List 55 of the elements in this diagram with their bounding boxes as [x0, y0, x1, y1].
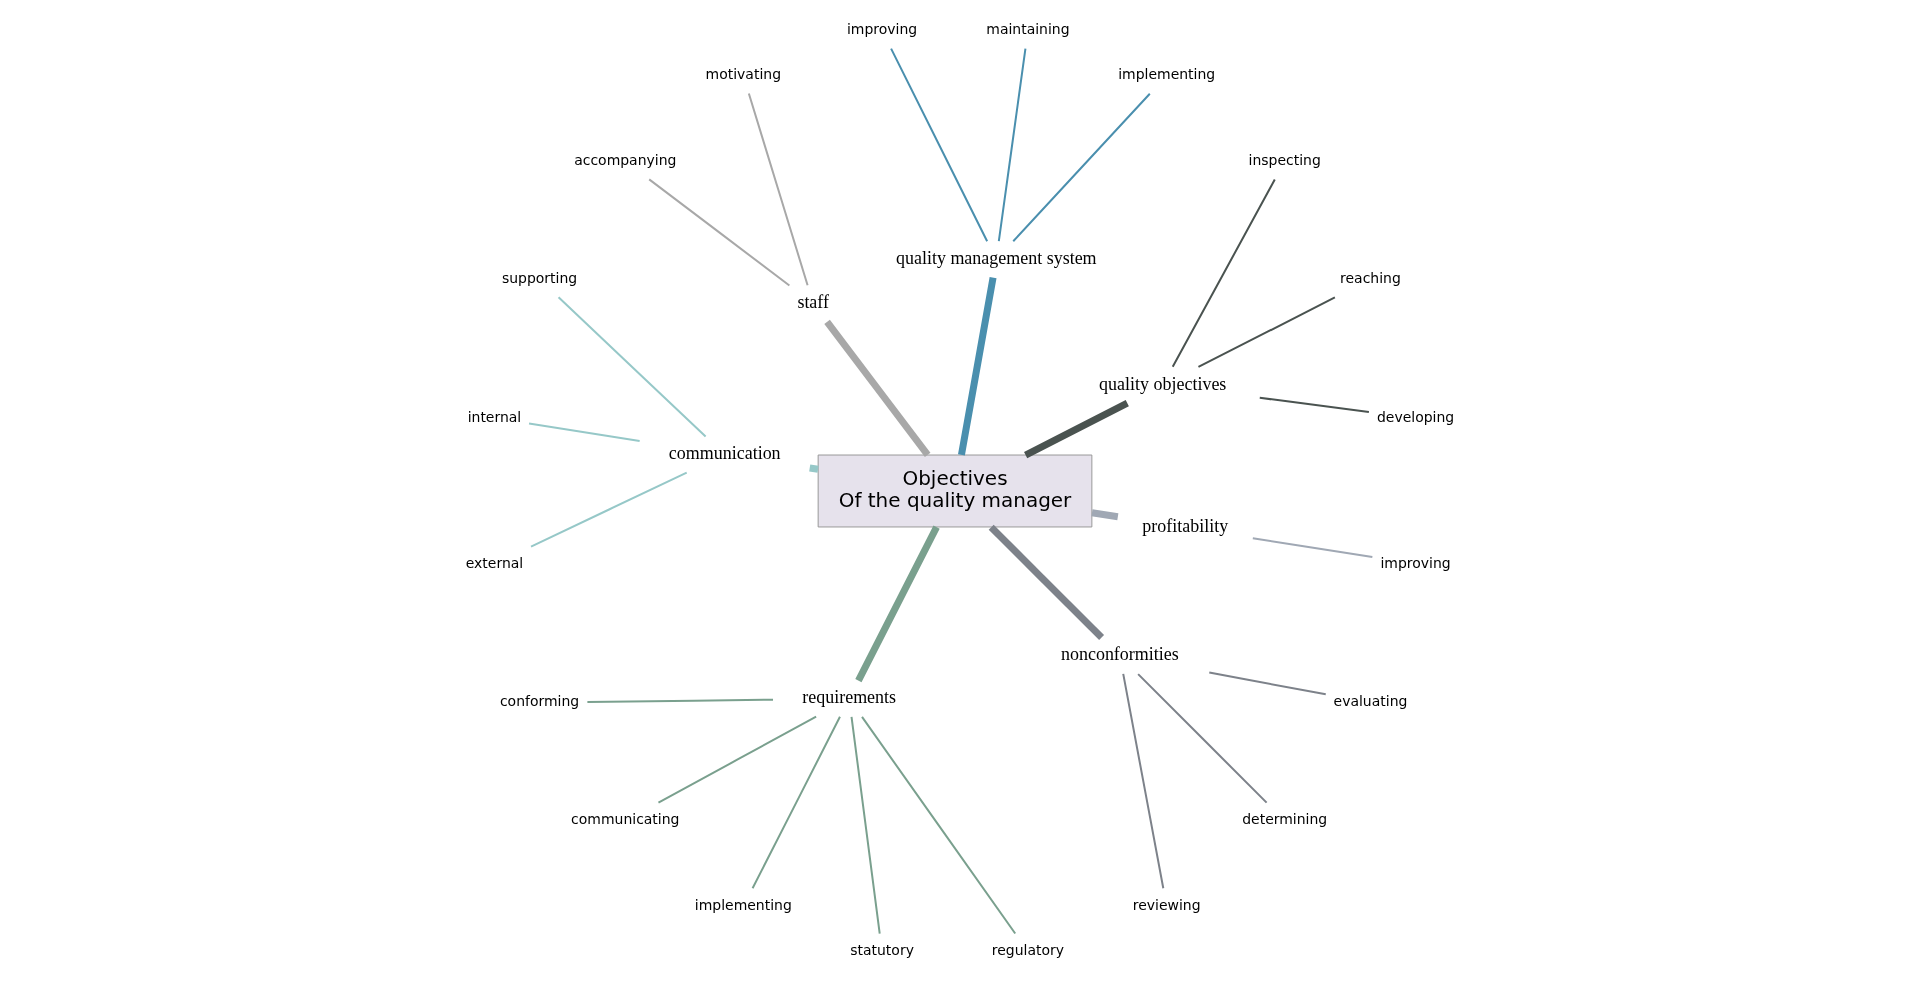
node-text: reaching — [1340, 270, 1401, 286]
connector — [861, 715, 1017, 935]
connector — [890, 47, 989, 243]
node-text: staff — [797, 291, 829, 312]
node-text: quality management system — [895, 247, 1097, 268]
connector — [1197, 296, 1336, 368]
node-box: Objectives Of the quality manager — [817, 454, 1093, 528]
connector — [997, 47, 1027, 243]
connector — [1258, 396, 1370, 413]
node-text: implementing — [1118, 66, 1216, 83]
node-text: supporting — [501, 270, 578, 286]
node-text: quality objectives — [1099, 373, 1227, 394]
node-text: implementing — [694, 897, 792, 914]
node-text: nonconformities — [1060, 644, 1179, 665]
connector — [809, 464, 819, 473]
connector — [958, 277, 997, 456]
node-text: inspecting — [1248, 151, 1321, 168]
connector — [751, 715, 841, 890]
node-text: accompanying — [574, 151, 677, 168]
connector — [1171, 178, 1276, 368]
connector — [1091, 509, 1119, 521]
connector — [1012, 92, 1151, 243]
node-text: evaluating — [1333, 693, 1408, 710]
connector — [855, 525, 940, 683]
connector — [747, 92, 809, 287]
node-text: maintaining — [986, 21, 1070, 38]
node-text: improving — [846, 21, 918, 38]
node-text: internal — [467, 408, 522, 425]
connector — [824, 319, 931, 457]
connector — [648, 178, 791, 287]
connector — [586, 698, 774, 704]
node-text: determining — [1242, 811, 1328, 828]
connector — [850, 715, 881, 935]
connector — [1208, 671, 1327, 696]
node-text: requirements — [802, 687, 897, 708]
node-text: reviewing — [1132, 897, 1201, 914]
node-text: external — [465, 554, 524, 571]
node-text: motivating — [705, 66, 782, 83]
connector — [1137, 673, 1268, 804]
node-text: regulatory — [991, 942, 1065, 959]
node-text: profitability — [1142, 515, 1229, 536]
node-text: developing — [1376, 408, 1455, 425]
connector — [988, 524, 1105, 641]
connector — [1122, 672, 1165, 890]
node-text: conforming — [499, 693, 580, 710]
node-text: statutory — [850, 942, 914, 959]
node-text: communicating — [571, 811, 680, 828]
connector — [1251, 537, 1374, 559]
connector — [557, 296, 707, 438]
node-text: improving — [1380, 554, 1451, 571]
connector — [657, 715, 818, 804]
connector — [528, 422, 641, 443]
connector — [530, 471, 688, 548]
connector — [1024, 400, 1129, 459]
node-text: communication — [668, 442, 781, 463]
